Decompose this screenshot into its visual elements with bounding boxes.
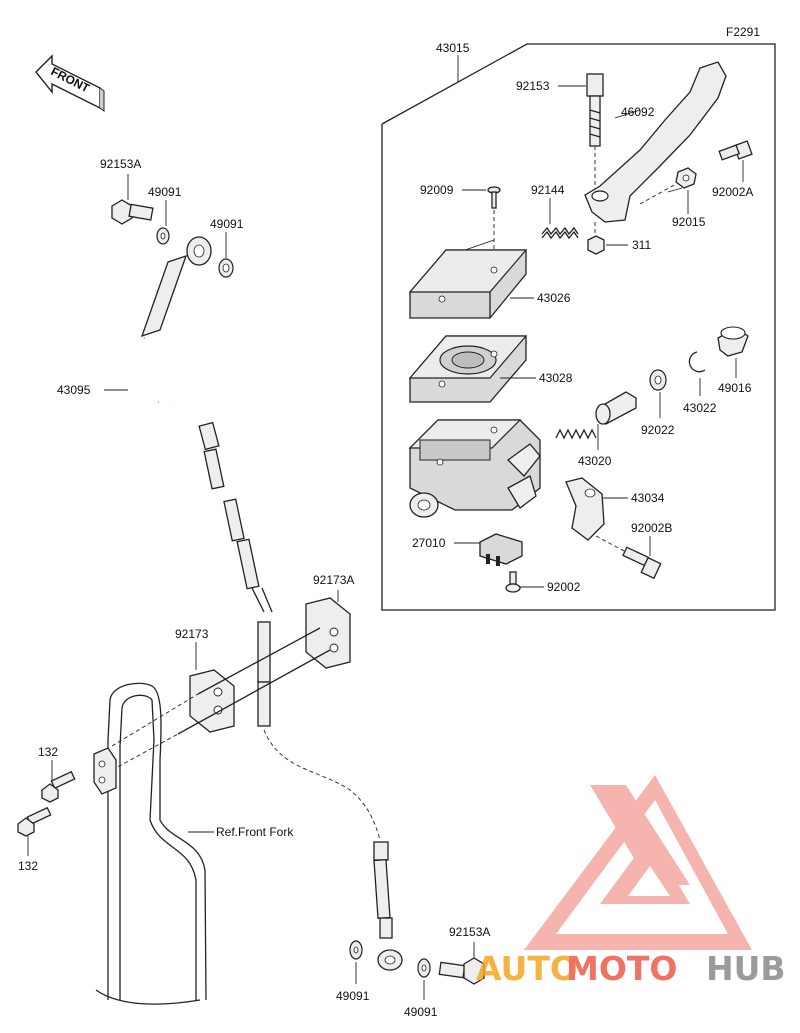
label-92002A: 92002A — [712, 185, 753, 199]
brake-hose-43095: 43095 — [57, 236, 403, 971]
piston-43020: 43020 — [555, 391, 637, 468]
label-92153A-top: 92153A — [100, 157, 141, 171]
pivot-bolt-92153: 92153 — [516, 73, 604, 190]
label-43095: 43095 — [57, 383, 91, 397]
washer-49091-a: 49091 — [148, 185, 182, 245]
label-92173: 92173 — [175, 627, 209, 641]
label-92153A-bottom: 92153A — [449, 925, 490, 939]
bracket-92173: 92173 — [175, 627, 331, 735]
front-arrow-icon: FRONT — [35, 54, 105, 112]
screw-92002: 92002 — [505, 571, 581, 594]
clamp-43034: 43034 — [565, 477, 665, 541]
washer-49091-c: 49091 — [336, 940, 370, 1003]
boot-49016: 49016 — [717, 326, 752, 395]
label-27010: 27010 — [412, 536, 446, 550]
label-49091-b: 49091 — [210, 217, 244, 231]
label-43022: 43022 — [683, 401, 717, 415]
label-92002B: 92002B — [631, 521, 672, 535]
label-92144: 92144 — [531, 183, 565, 197]
label-92153: 92153 — [516, 79, 550, 93]
master-cylinder-body — [408, 419, 541, 518]
figure-code: F2291 — [726, 25, 760, 39]
assembly-box-43015: 43015 — [381, 41, 776, 611]
brake-lever-46092: 46092 — [584, 61, 727, 223]
label-43026: 43026 — [537, 291, 571, 305]
diaphragm-43028: 43028 — [408, 335, 573, 403]
automotohub-watermark: AUTO MOTO HUB — [476, 775, 786, 988]
label-43028: 43028 — [539, 371, 573, 385]
bracket-92173A: 92173A — [305, 573, 354, 669]
washer-49091-b: 49091 — [210, 217, 244, 278]
ref-front-fork-label: Ref.Front Fork — [216, 825, 294, 839]
label-49091-d: 49091 — [404, 1005, 438, 1019]
label-49016: 49016 — [718, 381, 752, 395]
label-132-a: 132 — [38, 745, 58, 759]
watermark-text-moto: MOTO — [566, 949, 677, 988]
watermark-text-hub: HUB — [706, 949, 786, 988]
nut-311: 311 — [587, 222, 651, 255]
label-92173A: 92173A — [313, 573, 354, 587]
front-fork-reference: Ref.Front Fork — [93, 682, 294, 1005]
bolt-132-b: 132 — [17, 806, 52, 873]
nut-92015: 92015 — [639, 167, 706, 229]
label-46092: 46092 — [621, 105, 655, 119]
label-43020: 43020 — [578, 454, 612, 468]
switch-27010: 27010 — [412, 533, 523, 566]
screw-92009: 92009 — [420, 183, 501, 272]
bolt-132-a: 132 — [38, 745, 76, 803]
bolt-92002B: 92002B — [595, 521, 672, 580]
banjo-bolt-92153A-top: 92153A — [100, 157, 154, 225]
bolt-92002A: 92002A — [712, 140, 753, 199]
label-132-b: 132 — [18, 859, 38, 873]
label-92009: 92009 — [420, 183, 454, 197]
circlip-43022: 43022 — [683, 351, 717, 415]
label-92015: 92015 — [672, 215, 706, 229]
banjo-bolt-92153A-bottom: 92153A — [438, 925, 490, 985]
watermark-text-auto: AUTO — [476, 949, 578, 988]
label-43034: 43034 — [631, 491, 665, 505]
spring-92144: 92144 — [531, 183, 579, 240]
washer-92022: 92022 — [641, 369, 675, 437]
washer-49091-d: 49091 — [404, 958, 438, 1019]
reservoir-cap-43026: 43026 — [408, 249, 571, 319]
label-311: 311 — [632, 238, 651, 252]
label-92022: 92022 — [641, 423, 675, 437]
label-49091-a: 49091 — [148, 185, 182, 199]
label-49091-c: 49091 — [336, 989, 370, 1003]
label-92002: 92002 — [547, 580, 581, 594]
label-43015: 43015 — [436, 41, 470, 55]
